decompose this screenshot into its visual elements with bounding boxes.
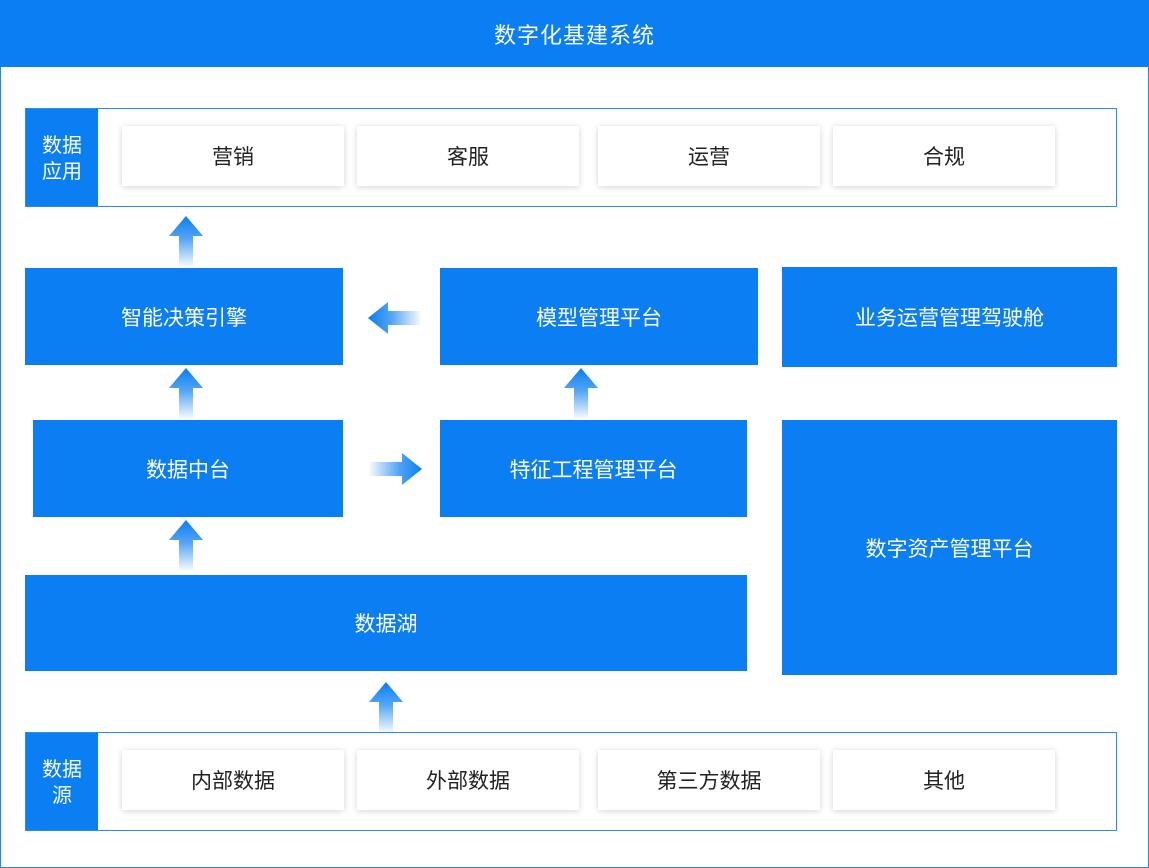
arrow-up-to-engine-icon <box>169 368 203 418</box>
page-title: 数字化基建系统 <box>0 0 1149 67</box>
app-item-operations: 运营 <box>598 126 820 186</box>
decision-engine-block: 智能决策引擎 <box>25 268 343 365</box>
asset-platform-block: 数字资产管理平台 <box>782 420 1117 675</box>
arrow-up-to-model-icon <box>564 368 598 418</box>
model-platform-block: 模型管理平台 <box>440 268 758 365</box>
arrow-up-to-lake-icon <box>369 682 403 732</box>
data-middle-platform-block: 数据中台 <box>33 420 343 517</box>
feature-platform-block: 特征工程管理平台 <box>440 420 747 517</box>
arrow-up-to-app-icon <box>169 216 203 266</box>
app-layer: 数据 应用 营销 客服 运营 合规 <box>25 108 1117 207</box>
arrow-left-icon <box>368 302 420 334</box>
arrow-right-icon <box>370 453 422 485</box>
ops-cockpit-block: 业务运营管理驾驶舱 <box>782 267 1117 367</box>
source-layer: 数据 源 内部数据 外部数据 第三方数据 其他 <box>25 732 1117 831</box>
app-item-service: 客服 <box>357 126 579 186</box>
source-layer-label: 数据 源 <box>26 733 98 830</box>
arrow-up-to-middle-icon <box>169 520 203 570</box>
app-item-marketing: 营销 <box>122 126 344 186</box>
source-item-external: 外部数据 <box>357 750 579 810</box>
source-item-third-party: 第三方数据 <box>598 750 820 810</box>
data-lake-block: 数据湖 <box>25 575 747 671</box>
app-item-compliance: 合规 <box>833 126 1055 186</box>
source-item-other: 其他 <box>833 750 1055 810</box>
app-layer-label: 数据 应用 <box>26 109 98 206</box>
source-item-internal: 内部数据 <box>122 750 344 810</box>
